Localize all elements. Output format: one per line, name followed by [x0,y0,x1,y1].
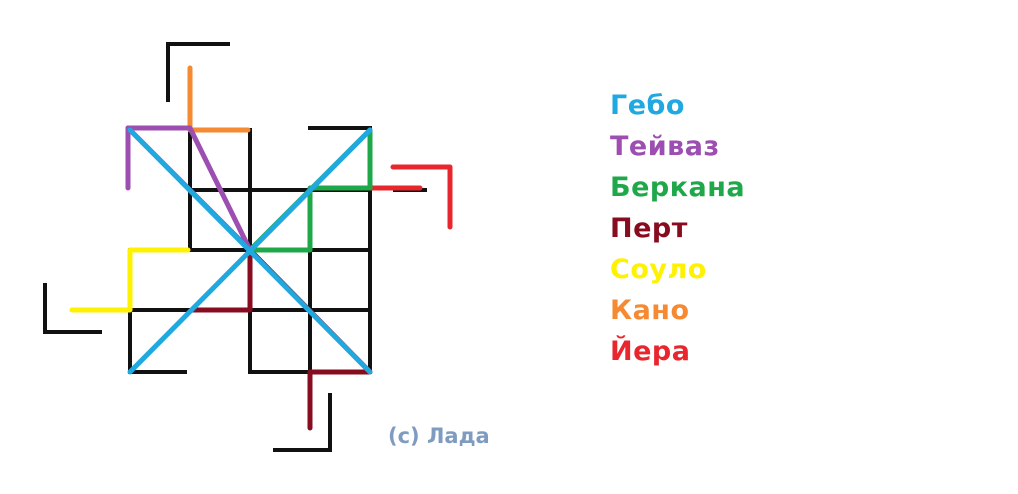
yera-line [367,127,423,191]
legend-item-kano: Кано [610,295,690,326]
legend-item-berkana: Беркана [610,172,746,203]
gebo-line-2 [127,127,373,375]
yera-line-2 [390,164,453,230]
pert-line [189,247,253,313]
rune-lines [69,65,453,431]
legend-item-soulo: Соуло [610,254,707,285]
legend-item-teiwaz: Тейваз [610,131,720,162]
legend-item-yera: Йера [610,336,691,367]
legend-item-pert: Перт [610,213,688,244]
soulo-line [69,247,191,313]
kano-line [187,65,251,133]
legend: Гебо Тейваз Беркана Перт Соуло Кано Йера [610,88,745,375]
legend-item-gebo: Гебо [610,90,685,121]
teiwaz-line [125,125,253,253]
credit-text: (c) Лада [388,424,490,448]
black-grid [43,42,427,452]
